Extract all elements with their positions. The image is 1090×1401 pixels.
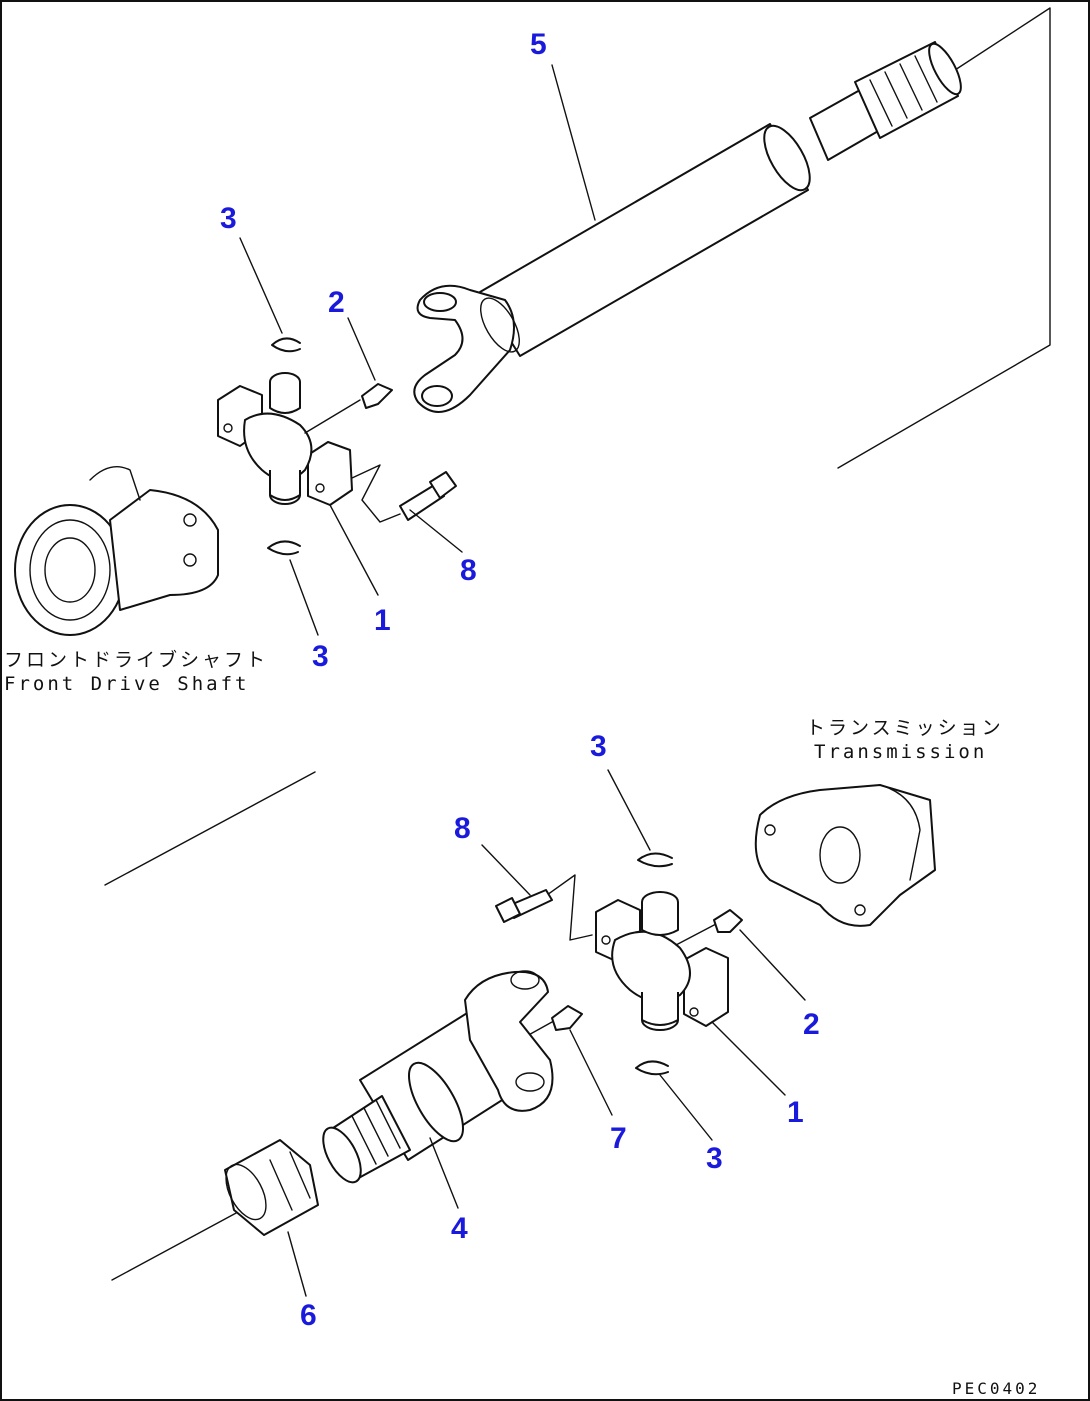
leader-bottom-6 [287, 1231, 307, 1297]
top-center-line [837, 7, 1051, 469]
bottom-assembly [104, 769, 936, 1297]
label-bottom-part-3-lower: 3 [706, 1142, 723, 1175]
label-top-part-2: 2 [328, 286, 345, 319]
label-bottom-part-6: 6 [300, 1299, 317, 1332]
leader-bottom-3a [607, 769, 651, 851]
leader-top-3b [289, 559, 319, 636]
universal-joint-part-1-bottom [595, 891, 729, 1031]
front-drive-shaft-housing [14, 466, 219, 636]
leader-top-3a [239, 237, 283, 334]
caption-transmission-en: Transmission [814, 741, 987, 763]
reference-code: PEC0402 [952, 1379, 1040, 1398]
label-bottom-part-7: 7 [610, 1122, 627, 1155]
bottom-center-line-lower [111, 1211, 239, 1281]
leader-top-8 [409, 509, 463, 553]
grease-fitting-part-2-top [304, 383, 393, 434]
label-top-part-8: 8 [460, 554, 477, 587]
bottom-center-line-left [104, 771, 316, 886]
snap-ring-part-3-bottom-lower [635, 1060, 669, 1076]
leader-bottom-8 [481, 844, 531, 896]
label-top-part-3-lower: 3 [312, 640, 329, 673]
label-bottom-part-4: 4 [451, 1212, 468, 1245]
label-bottom-part-3-upper: 3 [590, 730, 607, 763]
top-assembly [14, 7, 1051, 636]
slip-yoke-part-4 [322, 970, 554, 1184]
leader-bottom-7 [569, 1029, 613, 1116]
leader-bottom-4 [429, 1137, 459, 1209]
label-top-part-3-upper: 3 [220, 202, 237, 235]
snap-ring-part-3-bottom-upper [637, 852, 673, 868]
leader-bottom-3b [659, 1074, 713, 1141]
snap-ring-part-3-top-lower [267, 540, 301, 556]
label-top-part-1: 1 [374, 604, 391, 637]
leader-top-2 [347, 317, 376, 381]
leader-top-5 [551, 64, 596, 221]
bolt-part-8-top [351, 464, 457, 523]
caption-transmission-jp: トランスミッション [806, 717, 1004, 739]
drive-shaft-part-5 [413, 41, 962, 413]
grease-fitting-part-2-bottom [675, 909, 743, 946]
universal-joint-part-1-top [217, 372, 353, 506]
label-bottom-part-8: 8 [454, 812, 471, 845]
label-bottom-part-2: 2 [803, 1008, 820, 1041]
transmission-yoke [754, 784, 936, 927]
leader-bottom-2 [739, 929, 806, 1001]
leader-bottom-1 [711, 1021, 786, 1096]
snap-ring-part-3-top-upper [271, 337, 301, 353]
dust-cap-part-6 [224, 1139, 319, 1236]
leader-top-1 [329, 504, 379, 596]
label-bottom-part-1: 1 [787, 1096, 804, 1129]
caption-front-drive-shaft-en: Front Drive Shaft [4, 673, 249, 695]
bolt-part-8-bottom [495, 874, 593, 941]
label-top-part-5: 5 [530, 28, 547, 61]
caption-front-drive-shaft-jp: フロントドライブシャフト [4, 648, 268, 671]
